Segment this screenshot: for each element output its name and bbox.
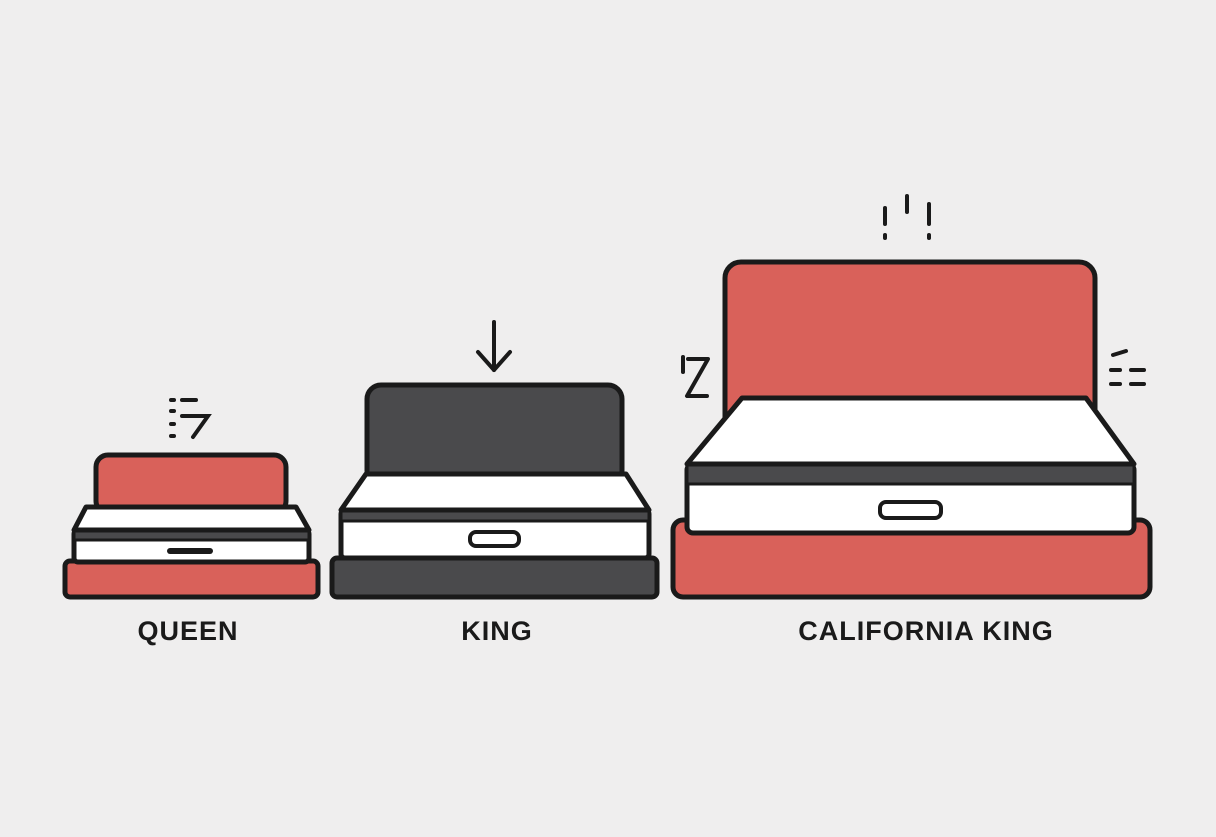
california-king-bed (670, 194, 1153, 600)
king-headboard (364, 382, 625, 488)
motion-lines-icon (1109, 349, 1146, 386)
exclamation-marks-icon (883, 194, 931, 240)
queen-mattress-top (71, 504, 312, 533)
down-arrow-icon (476, 320, 512, 372)
king-label: KING (461, 616, 533, 646)
queen-handle (167, 548, 213, 554)
king-mattress-top (338, 471, 652, 513)
california-king-handle (878, 500, 943, 520)
queen-headboard (93, 452, 289, 516)
queen-bed (62, 398, 321, 600)
z-symbol-icon (681, 355, 710, 398)
california-king-label: CALIFORNIA KING (798, 616, 1054, 646)
california-king-mattress-top (684, 395, 1137, 467)
king-handle (468, 530, 521, 548)
queen-base (62, 558, 321, 600)
king-base (329, 555, 660, 600)
california-king-mattress-band (685, 462, 1136, 486)
dotted-arrow-icon (169, 398, 212, 439)
queen-label: QUEEN (137, 616, 239, 646)
king-bed (329, 320, 660, 600)
